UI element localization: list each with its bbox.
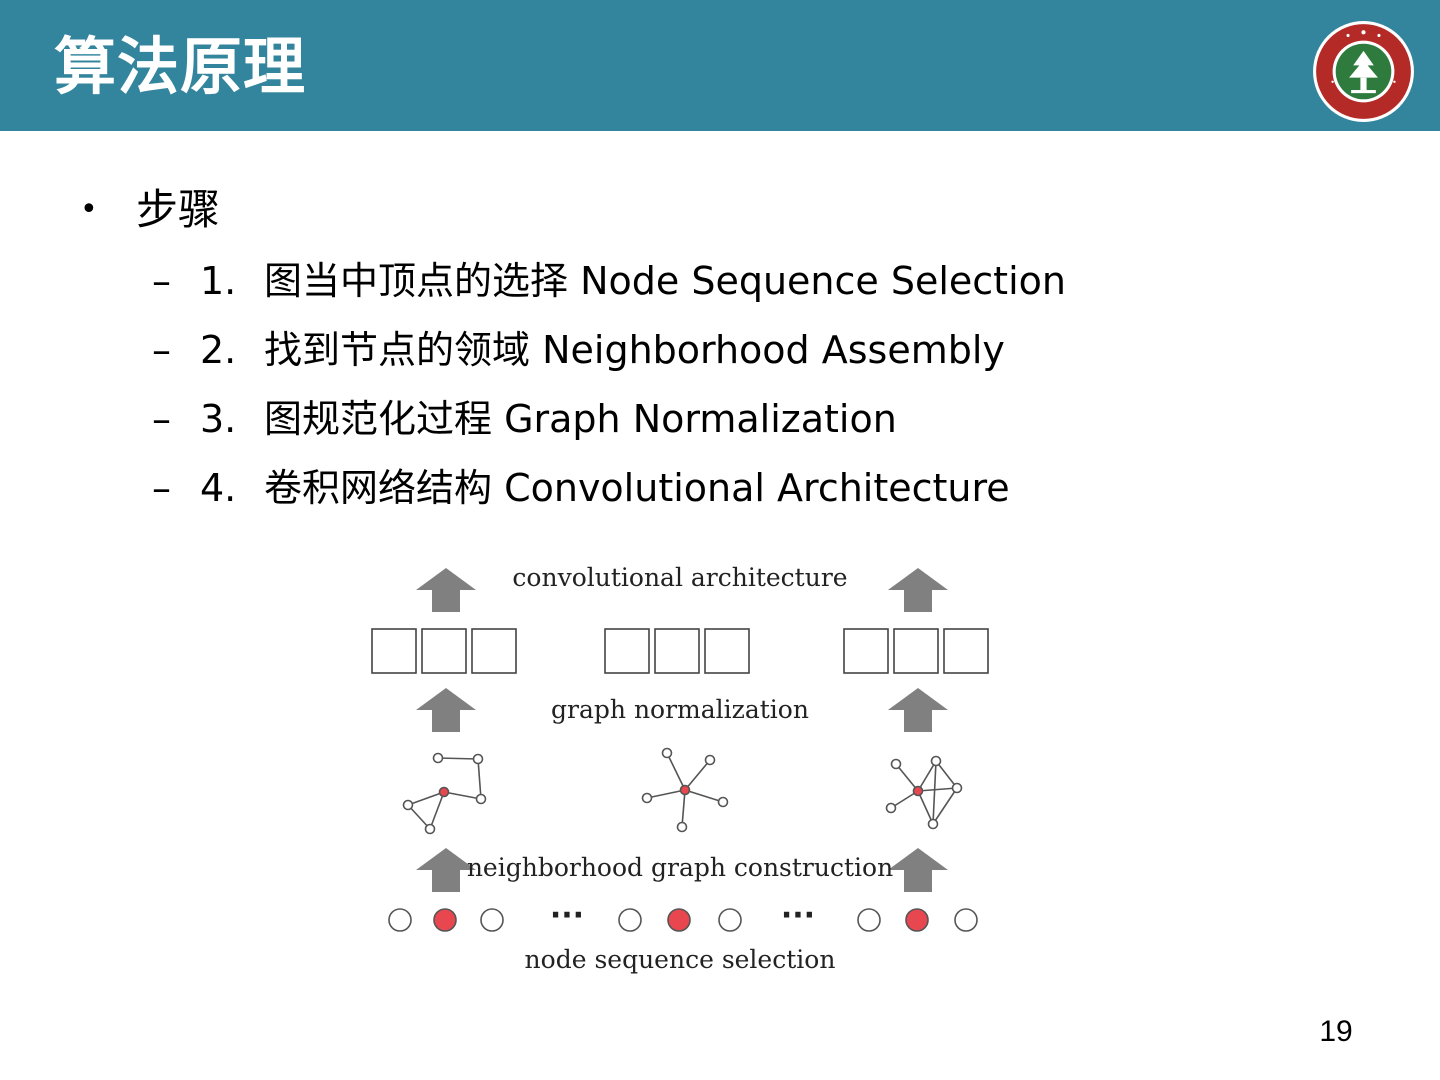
receptive-field-group-right: [843, 628, 989, 674]
up-arrow-icon: [416, 568, 476, 612]
up-arrow-icon: [888, 848, 948, 892]
label-convolutional-architecture: convolutional architecture: [512, 563, 847, 592]
university-logo: [1313, 21, 1414, 122]
node-sequence: [388, 908, 978, 932]
label-graph-normalization: graph normalization: [551, 695, 809, 724]
step-number: 2.: [200, 328, 237, 372]
step-text: 图规范化过程 Graph Normalization: [264, 397, 897, 441]
step-dash: –: [152, 466, 171, 510]
step-number: 4.: [200, 466, 237, 510]
patchy-san-diagram: convolutional architecture graph normali…: [371, 563, 989, 974]
step-text: 图当中顶点的选择 Node Sequence Selection: [264, 259, 1066, 303]
receptive-field-group-left: [371, 628, 517, 674]
ellipsis-left: ···: [550, 898, 584, 933]
neighborhood-graph-center: [641, 747, 729, 833]
page-number: 19: [1319, 1015, 1353, 1048]
bullet-marker: •: [80, 192, 98, 227]
label-node-sequence-selection: node sequence selection: [525, 945, 836, 974]
label-neighborhood-graph-construction: neighborhood graph construction: [467, 853, 893, 882]
slide-title: 算法原理: [54, 30, 307, 103]
step-dash: –: [152, 259, 171, 303]
receptive-field-group-center: [604, 628, 750, 674]
step-text: 找到节点的领域 Neighborhood Assembly: [264, 328, 1005, 372]
ellipsis-right: ···: [781, 898, 815, 933]
up-arrow-icon: [416, 688, 476, 732]
neighborhood-graph-right: [885, 755, 963, 830]
step-number: 3.: [200, 397, 237, 441]
up-arrow-icon: [888, 688, 948, 732]
step-dash: –: [152, 328, 171, 372]
neighborhood-graph-left: [402, 752, 487, 835]
bullet-text: 步骤: [136, 185, 221, 234]
step-text: 卷积网络结构 Convolutional Architecture: [264, 466, 1010, 510]
slide-header: 算法原理: [0, 0, 1440, 131]
step-number: 1.: [200, 259, 237, 303]
up-arrow-icon: [888, 568, 948, 612]
step-dash: –: [152, 397, 171, 441]
